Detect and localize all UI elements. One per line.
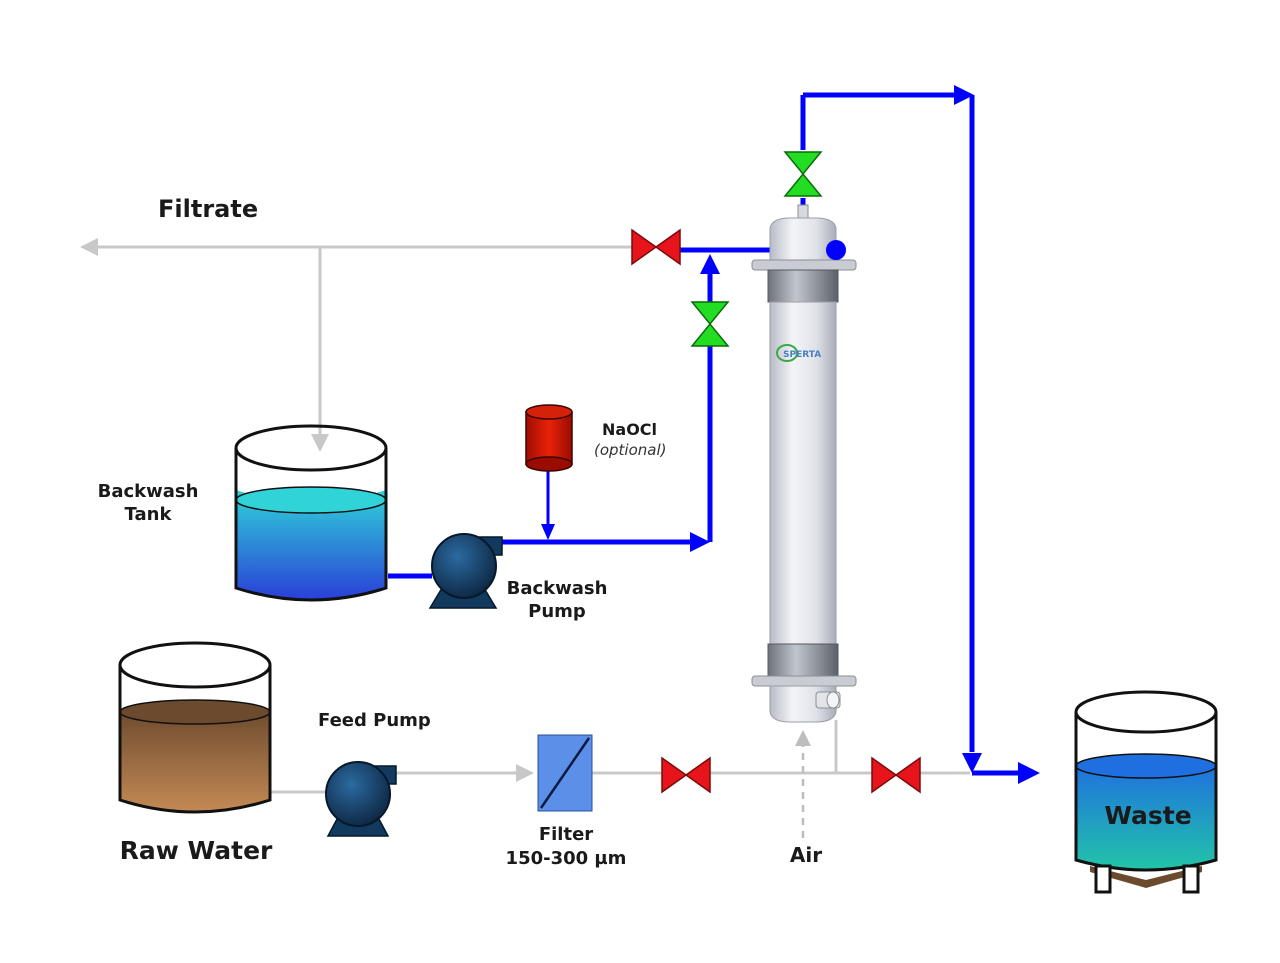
feed-pump [325,761,397,837]
filtrate-arrow [80,238,98,256]
backwash-tank-label-line2: Tank [125,504,173,525]
feed-valve[interactable] [661,756,711,794]
brand-logo-icon [776,344,798,362]
backwash-tank-inlet-arrow [311,434,329,452]
raw-water-tank [118,641,272,814]
backwash-pump-label-line2: Pump [528,601,586,622]
waste-inlet-arrow [1018,762,1040,784]
naocl-dosing-arrow [541,524,555,540]
filter-label-line2: 150-300 µm [506,848,627,869]
backwash-riser-arrow [700,254,720,274]
filtrate-port [826,240,846,260]
backwash-line [388,92,1020,776]
concentrate-down-arrow [962,753,982,773]
backwash-pump [428,533,503,609]
raw-water-label: Raw Water [120,836,273,865]
concentrate-top-arrow [954,85,974,105]
waste-tank [1074,690,1218,894]
membrane-module: SPERTA [751,204,857,723]
air-label: Air [790,843,822,867]
air-arrow [795,730,811,746]
naocl-optional-label: (optional) [594,441,667,459]
feed-pump-label: Feed Pump [318,710,431,731]
waste-label: Waste [1104,801,1191,830]
filtrate-valve[interactable] [631,228,681,266]
backwash-inlet-valve[interactable] [690,301,730,347]
drain-valve[interactable] [871,756,921,794]
backwash-tank [234,424,388,602]
cartridge-filter [537,734,593,812]
backwash-pump-label-line1: Backwash [507,578,608,599]
module-brand-text: SPERTA [783,350,821,360]
filtrate-label: Filtrate [158,195,258,223]
backwash-pump-outlet-arrow [690,532,710,552]
feed-line [270,720,970,794]
naocl-label: NaOCl [602,420,657,439]
filter-inlet-arrow [516,764,534,782]
concentrate-top-valve[interactable] [783,151,823,197]
backwash-tank-label-line1: Backwash [98,481,199,502]
naocl-tank [525,404,573,472]
filtrate-line [98,245,632,440]
filter-label-line1: Filter [539,824,593,845]
